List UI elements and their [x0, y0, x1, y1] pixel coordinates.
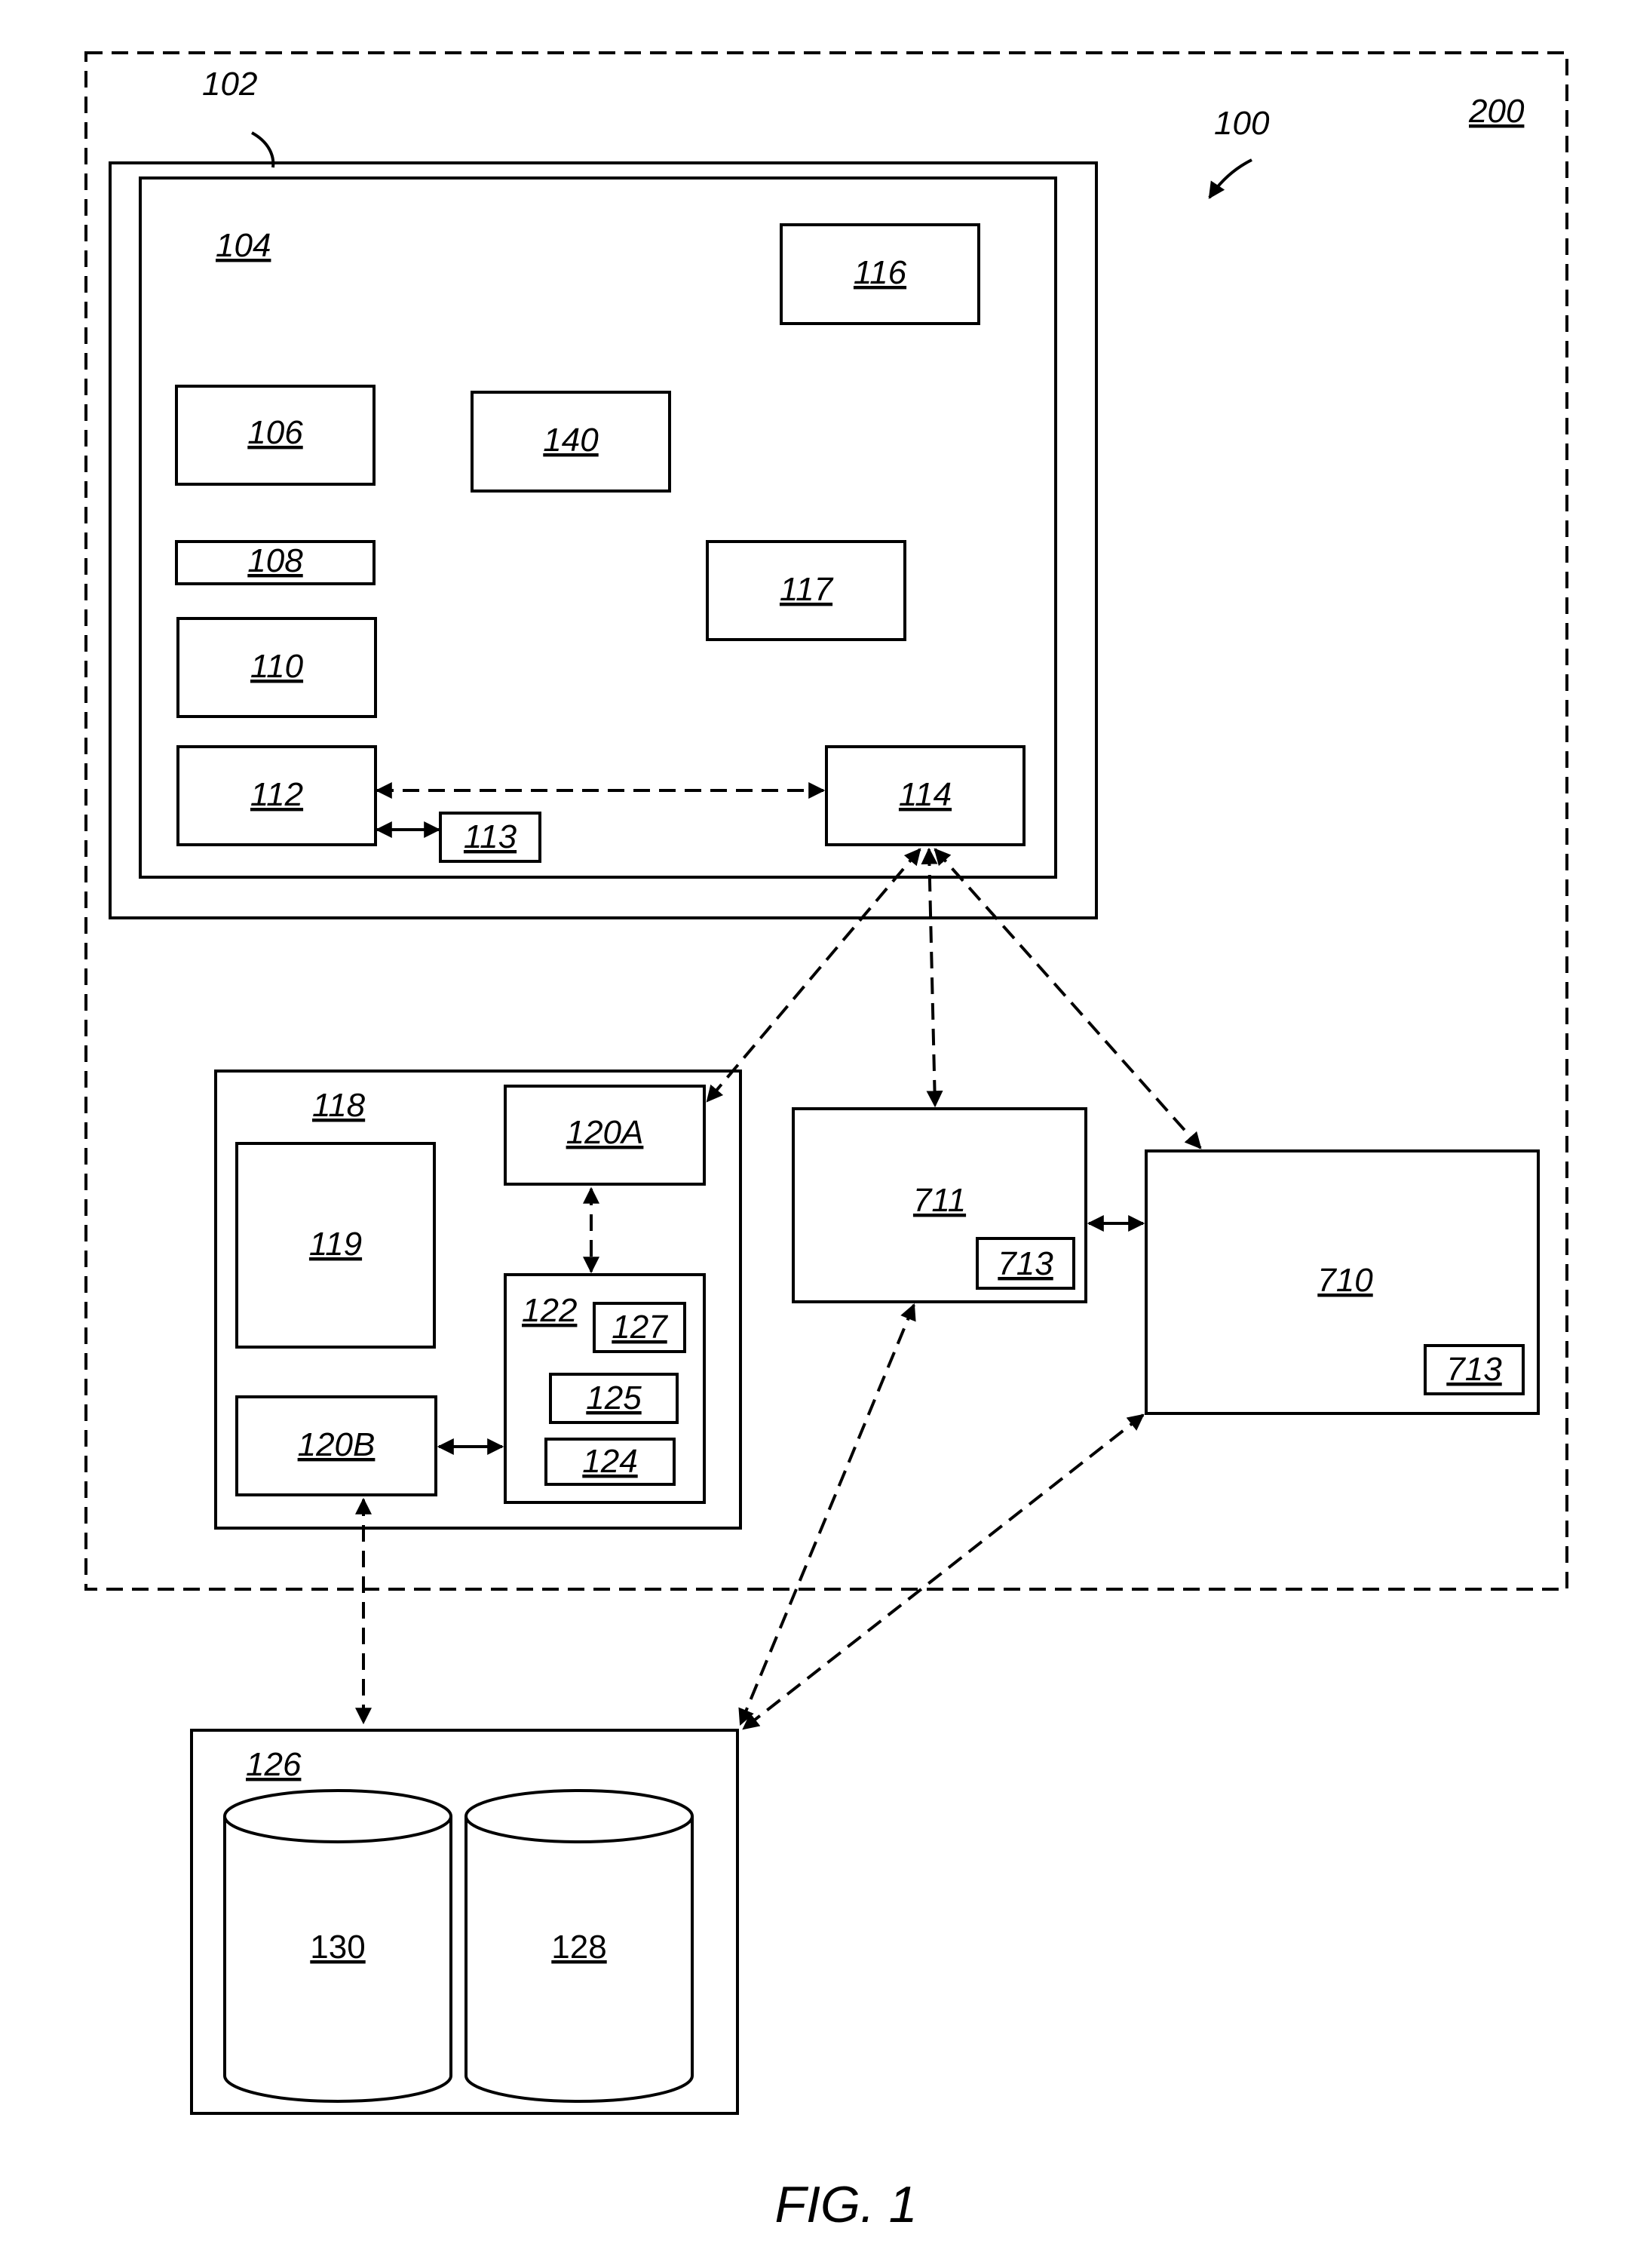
component-120a-label: 120A	[566, 1114, 644, 1151]
system-label-arrow	[1210, 160, 1252, 198]
component-119-label: 119	[309, 1226, 362, 1263]
node-711-label: 711	[913, 1182, 966, 1219]
database-130-label: 130	[310, 1929, 365, 1966]
component-113-label: 113	[464, 818, 517, 855]
node-710-sub-label: 713	[1446, 1351, 1502, 1388]
component-116-label: 116	[854, 254, 907, 291]
component-117-label: 117	[780, 571, 834, 608]
component-110-label: 110	[250, 648, 304, 685]
component-140-label: 140	[543, 422, 599, 459]
device-label: 102	[202, 66, 257, 103]
connector-114-711	[929, 849, 935, 1106]
server-box	[216, 1071, 740, 1528]
connector-114-710	[935, 849, 1200, 1148]
node-711-sub-label: 713	[998, 1245, 1053, 1282]
storage-label: 126	[246, 1746, 302, 1783]
component-124-label: 124	[582, 1443, 637, 1480]
node-710-label: 710	[1317, 1262, 1373, 1299]
database-128-label: 128	[551, 1929, 606, 1966]
figure-caption: FIG. 1	[775, 2176, 918, 2233]
component-122-label: 122	[522, 1292, 577, 1329]
device-inner-label: 104	[216, 227, 271, 264]
server-label: 118	[312, 1087, 366, 1124]
device-inner-box	[140, 178, 1056, 877]
component-108-label: 108	[247, 542, 303, 579]
component-127-label: 127	[612, 1309, 668, 1346]
component-120b-label: 120B	[298, 1426, 376, 1463]
component-125-label: 125	[586, 1380, 642, 1416]
component-106-label: 106	[247, 414, 303, 451]
system-label: 100	[1214, 105, 1270, 142]
environment-label: 200	[1468, 93, 1525, 130]
component-112-label: 112	[250, 776, 303, 813]
component-114-label: 114	[899, 776, 952, 813]
connector-114-120a	[707, 849, 920, 1101]
